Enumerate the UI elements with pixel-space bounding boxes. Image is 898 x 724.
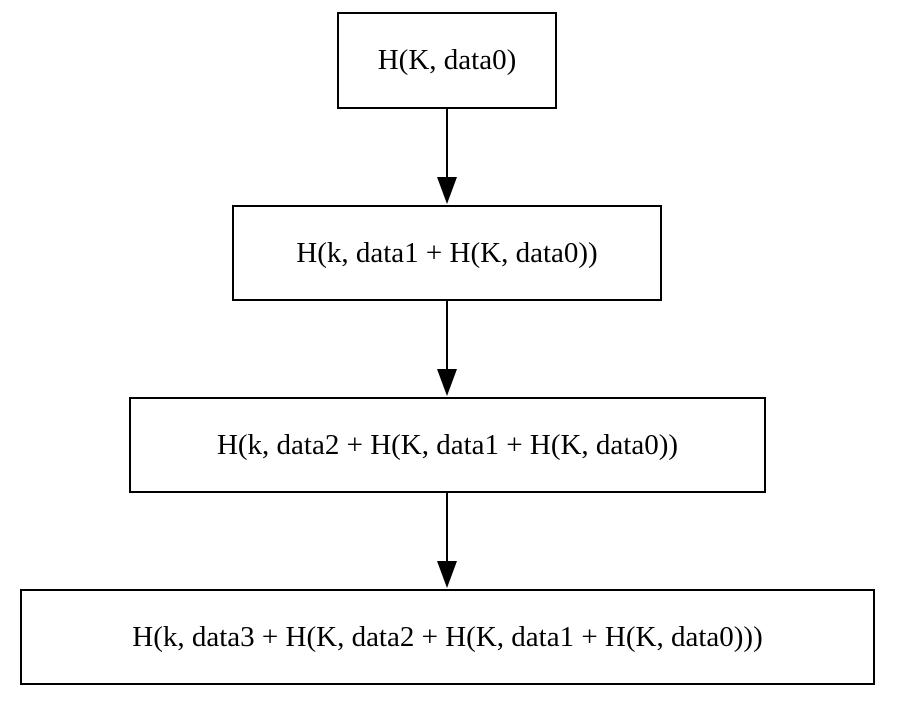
node-label: H(k, data1 + H(K, data0)) (296, 236, 598, 269)
node-hash-data3: H(k, data3 + H(K, data2 + H(K, data1 + H… (20, 589, 875, 685)
node-label: H(k, data2 + H(K, data1 + H(K, data0)) (216, 428, 679, 461)
arrowhead-icon (437, 177, 457, 204)
node-label: H(K, data0) (377, 44, 517, 76)
edge-1-to-2 (437, 301, 457, 396)
arrowhead-icon (437, 369, 457, 396)
node-hash-data2: H(k, data2 + H(K, data1 + H(K, data0)) (129, 397, 766, 493)
node-hash-data1: H(k, data1 + H(K, data0)) (232, 205, 662, 301)
node-label: H(k, data3 + H(K, data2 + H(K, data1 + H… (132, 620, 763, 653)
node-hash-data0: H(K, data0) (337, 12, 557, 109)
edge-0-to-1 (437, 109, 457, 204)
edge-2-to-3 (437, 493, 457, 588)
arrowhead-icon (437, 561, 457, 588)
